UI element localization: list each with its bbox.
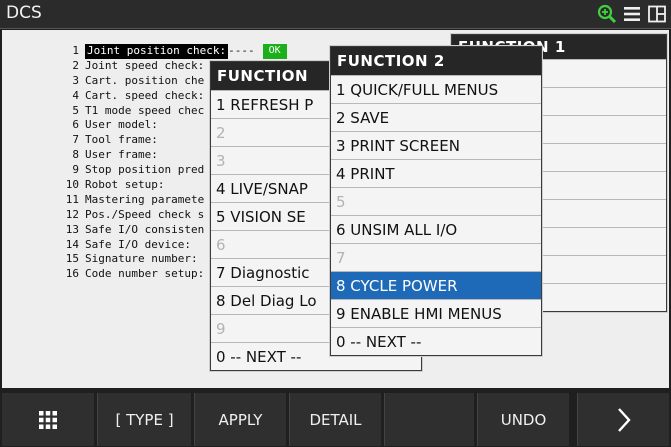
dcs-item-label: Safe I/O device: — [85, 237, 191, 251]
dcs-list-item[interactable]: 3 Cart. position che — [57, 74, 287, 89]
detail-button[interactable]: DETAIL — [289, 393, 381, 446]
dcs-item-number: 11 — [65, 192, 79, 206]
function-menu-2-item[interactable]: 8 CYCLE POWER — [331, 271, 541, 299]
dcs-item-number: 2 — [72, 58, 79, 72]
dcs-list-item[interactable]: 16 Code number setup: — [57, 267, 287, 282]
dcs-list-item[interactable]: 10 Robot setup: — [57, 178, 287, 193]
dcs-item-number: 12 — [65, 207, 79, 221]
function-menu-3-item[interactable]: 7 Diagnostic — [211, 258, 421, 286]
function-menu-3-item[interactable]: 3 — [211, 146, 421, 174]
window-title: DCS — [6, 3, 42, 23]
dcs-list-item[interactable]: 2 Joint speed check: — [57, 59, 287, 74]
function-menu-2-item[interactable]: 5 — [331, 187, 541, 215]
dcs-list-item[interactable]: 11 Mastering paramete — [57, 193, 287, 208]
title-bar: DCS — [0, 0, 671, 29]
dcs-item-number: 10 — [65, 178, 79, 192]
next-page-button[interactable] — [577, 393, 669, 446]
function-menu-1-item[interactable] — [452, 115, 666, 143]
dcs-item-status: ---- — [228, 44, 255, 57]
dcs-list-item[interactable]: 8 User frame: — [57, 148, 287, 163]
function-menu-2-item[interactable]: 4 PRINT — [331, 159, 541, 187]
function-key-toolbar: [ TYPE ] APPLY DETAIL UNDO — [0, 390, 671, 447]
dcs-item-number: 14 — [65, 237, 79, 251]
dcs-list-item[interactable]: 15 Signature number: — [57, 252, 287, 267]
empty-function-button[interactable] — [384, 393, 474, 446]
grid-icon — [39, 410, 57, 429]
dcs-item-number: 5 — [72, 103, 79, 117]
function-menu-1-item[interactable] — [452, 143, 666, 171]
dcs-list-item[interactable]: 13 Safe I/O consisten — [57, 223, 287, 238]
function-menu-3-item[interactable]: 9 — [211, 314, 421, 342]
dcs-item-label: Joint position check: — [85, 44, 229, 59]
hamburger-menu-icon[interactable] — [622, 4, 642, 24]
chevron-right-icon — [617, 407, 631, 432]
dcs-item-number: 15 — [65, 252, 79, 266]
grid-menu-button[interactable] — [2, 393, 94, 446]
function-menu-2-item[interactable]: 3 PRINT SCREEN — [331, 131, 541, 159]
function-menu-3-item[interactable]: 4 LIVE/SNAP — [211, 174, 421, 202]
type-button[interactable]: [ TYPE ] — [97, 393, 191, 446]
dcs-item-label: Code number setup: — [85, 267, 205, 281]
function-menu-2-item[interactable]: 6 UNSIM ALL I/O — [331, 215, 541, 243]
dcs-item-label: Cart. speed check: — [85, 88, 205, 102]
layout-split-icon[interactable] — [647, 4, 667, 24]
dcs-item-number: 9 — [72, 163, 79, 177]
function-menu-2-item[interactable]: 7 — [331, 243, 541, 271]
function-menu-3-item[interactable]: 0 -- NEXT -- — [211, 342, 421, 370]
dcs-item-label: Stop position pred — [85, 163, 205, 177]
dcs-item-number: 7 — [72, 133, 79, 147]
dcs-check-list: 1 Joint position check:---- OK 2 Joint speed… — [57, 44, 287, 282]
function-menu-2-item[interactable]: 1 QUICK/FULL MENUS — [331, 75, 541, 103]
function-menu-3-item[interactable]: 2 — [211, 118, 421, 146]
dcs-item-number: 4 — [72, 88, 79, 102]
function-menu-3-item[interactable]: 5 VISION SE — [211, 202, 421, 230]
function-menu-3-item[interactable]: 1 REFRESH P — [211, 90, 421, 118]
dcs-item-number: 13 — [65, 222, 79, 236]
function-menu-3-item[interactable]: 6 — [211, 230, 421, 258]
dcs-item-label: User frame: — [85, 148, 158, 162]
function-menu-1-item[interactable] — [452, 255, 666, 283]
dcs-item-number: 16 — [65, 267, 79, 281]
dcs-list-item[interactable]: 7 Tool frame: — [57, 133, 287, 148]
function-menu-1-item[interactable] — [452, 227, 666, 255]
dcs-item-label: Cart. position che — [85, 73, 205, 87]
dcs-item-label: Signature number: — [85, 252, 198, 266]
undo-button[interactable]: UNDO — [477, 393, 569, 446]
dcs-item-label: Safe I/O consisten — [85, 222, 205, 236]
dcs-item-label: Tool frame: — [85, 133, 158, 147]
zoom-plus-icon[interactable] — [597, 4, 617, 24]
dcs-list-item[interactable]: 6 User model: — [57, 118, 287, 133]
dcs-item-label: Mastering paramete — [85, 192, 205, 206]
dcs-list-item[interactable]: 12 Pos./Speed check s — [57, 208, 287, 223]
dcs-list-item[interactable]: 4 Cart. speed check: — [57, 89, 287, 104]
dcs-item-number: 1 — [72, 44, 79, 57]
header-icons — [597, 4, 667, 24]
dcs-list-item[interactable]: 1 Joint position check:---- OK — [57, 44, 287, 59]
function-menu-2-title: FUNCTION 2 — [331, 47, 541, 75]
function-menu-2-item[interactable]: 9 ENABLE HMI MENUS — [331, 299, 541, 327]
dcs-item-number: 3 — [72, 73, 79, 87]
function-menu-1-item[interactable] — [452, 171, 666, 199]
dcs-item-label: Joint speed check: — [85, 58, 205, 72]
dcs-list-item[interactable]: 9 Stop position pred — [57, 163, 287, 178]
function-menu-2-item[interactable]: 0 -- NEXT -- — [331, 327, 541, 355]
dcs-item-number: 8 — [72, 148, 79, 162]
dcs-item-label: T1 mode speed chec — [85, 103, 205, 117]
apply-button[interactable]: APPLY — [194, 393, 286, 446]
dcs-item-number: 6 — [72, 118, 79, 132]
function-menu-2-item[interactable]: 2 SAVE — [331, 103, 541, 131]
status-badge: OK — [262, 44, 287, 59]
dcs-item-label: Robot setup: — [85, 178, 165, 192]
dcs-list-item[interactable]: 14 Safe I/O device: — [57, 238, 287, 253]
dcs-item-label: User model: — [85, 118, 158, 132]
function-menu-3-item[interactable]: 8 Del Diag Lo — [211, 286, 421, 314]
dcs-item-label: Pos./Speed check s — [85, 207, 205, 221]
dcs-list-item[interactable]: 5 T1 mode speed chec — [57, 104, 287, 119]
